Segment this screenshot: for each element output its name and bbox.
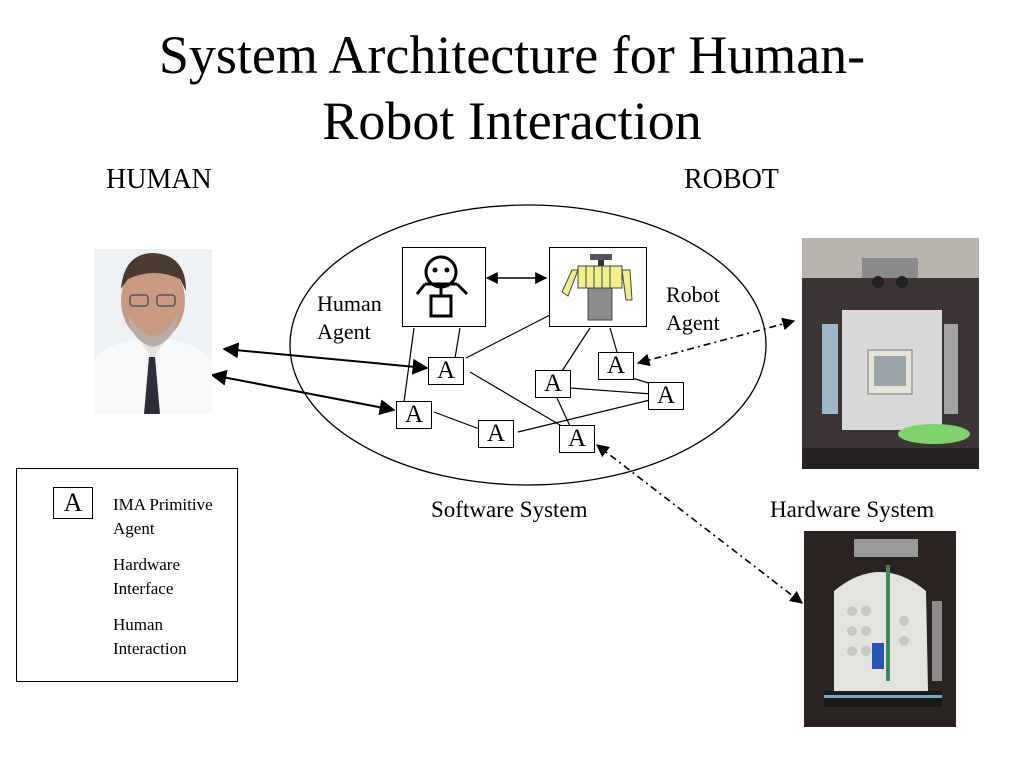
hardware-interface-arrow-1 bbox=[636, 317, 796, 367]
human-agent-label-line1: Human bbox=[317, 291, 382, 316]
primitive-agent-7: A bbox=[559, 425, 595, 453]
primitive-agent-1: A bbox=[428, 357, 464, 385]
legend-primitive-label: IMA Primitive Agent bbox=[113, 493, 213, 541]
robot-photo-1 bbox=[802, 238, 979, 469]
hardware-interface-arrow-2 bbox=[595, 444, 804, 604]
title-line-1: System Architecture for Human- bbox=[158, 25, 866, 85]
legend-primitive-line1: IMA Primitive bbox=[113, 495, 213, 514]
primitive-agent-3: A bbox=[478, 420, 514, 448]
legend-primitive-symbol: A bbox=[53, 487, 93, 519]
robot-agent-label: Robot Agent bbox=[666, 281, 720, 337]
legend-human-line1: Human bbox=[113, 615, 164, 634]
humanoid-robot-image bbox=[802, 238, 979, 469]
human-portrait-image bbox=[94, 249, 212, 414]
primitive-agent-4: A bbox=[535, 370, 571, 398]
legend-panel: A IMA Primitive Agent Hardware Interface… bbox=[16, 468, 238, 682]
primitive-agent-2: A bbox=[396, 401, 432, 429]
software-system-caption: Software System bbox=[431, 497, 588, 522]
human-agent-label: Human Agent bbox=[317, 290, 382, 346]
human-heading: HUMAN bbox=[106, 164, 212, 195]
legend-human-line2: Interaction bbox=[113, 639, 187, 658]
human-photo bbox=[94, 249, 212, 414]
robot-figure-icon bbox=[561, 254, 633, 321]
human-interaction-arrow-1 bbox=[222, 342, 429, 375]
legend-hardware-label: Hardware Interface bbox=[113, 553, 180, 601]
robot-heading: ROBOT bbox=[684, 164, 779, 195]
legend-hardware-line1: Hardware bbox=[113, 555, 181, 574]
legend-hardware-line2: Interface bbox=[113, 579, 174, 598]
human-agent-label-line2: Agent bbox=[317, 319, 371, 344]
human-interaction-arrow-2 bbox=[210, 369, 396, 416]
robot-agent-box bbox=[549, 247, 647, 327]
primitive-agent-5: A bbox=[598, 352, 634, 380]
robot-photo-2 bbox=[804, 531, 956, 727]
mobile-robot-image bbox=[804, 531, 956, 727]
legend-human-label: Human Interaction bbox=[113, 613, 187, 661]
slide-title: System Architecture for Human- Robot Int… bbox=[0, 22, 1024, 154]
legend-primitive-line2: Agent bbox=[113, 519, 155, 538]
human-figure-icon bbox=[415, 255, 469, 318]
robot-agent-label-line1: Robot bbox=[666, 282, 720, 307]
human-agent-box bbox=[402, 247, 486, 327]
hardware-system-caption: Hardware System bbox=[770, 497, 935, 522]
robot-agent-label-line2: Agent bbox=[666, 310, 720, 335]
title-line-2: Robot Interaction bbox=[322, 91, 702, 151]
primitive-agent-6: A bbox=[648, 382, 684, 410]
